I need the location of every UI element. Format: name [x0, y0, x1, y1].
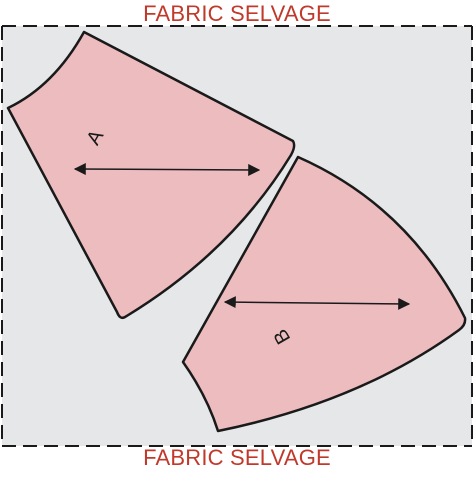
pattern-piece-b: B [181, 155, 467, 433]
grainline-arrow-b [223, 296, 411, 310]
bottom-selvage-label: FABRIC SELVAGE [143, 445, 331, 470]
top-selvage-label: FABRIC SELVAGE [143, 1, 331, 26]
grainline-arrow-a [73, 163, 261, 176]
pattern-piece-a: A [6, 30, 296, 320]
pattern-piece-b-shape [181, 155, 467, 433]
